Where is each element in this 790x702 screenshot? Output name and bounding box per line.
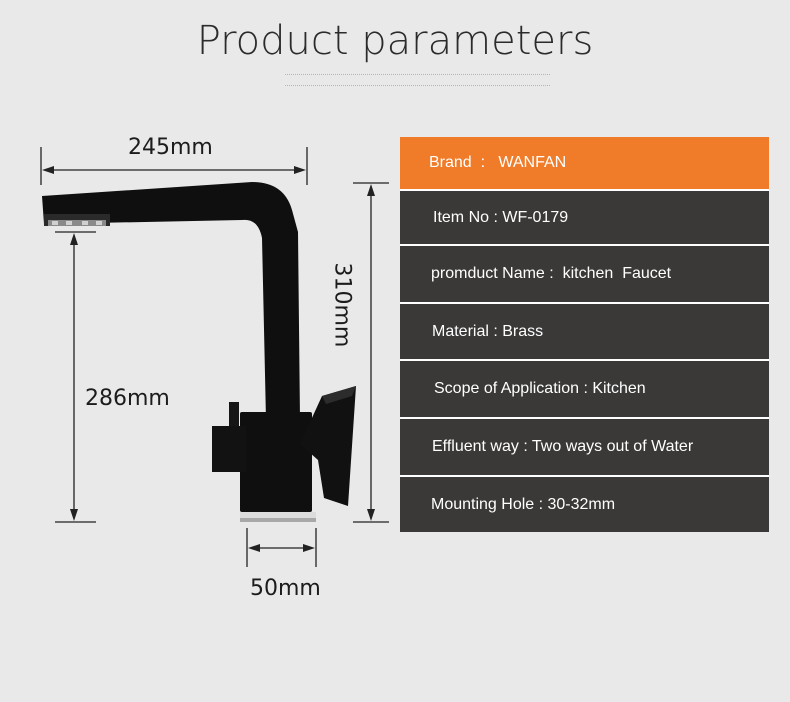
spout-height-dimension-label: 286mm (85, 386, 170, 411)
dimension-line-base-width (246, 528, 317, 567)
dimension-line-total-height (353, 182, 389, 523)
spec-row-brand: Brand : WANFAN (400, 137, 769, 191)
spec-row-item-no: Item No : WF-0179 (400, 191, 769, 246)
dimension-line-spout-height (55, 231, 96, 523)
spec-row-material: Material : Brass (400, 304, 769, 361)
spec-material-text: Material : Brass (432, 322, 544, 340)
spec-mounting-hole-text: Mounting Hole : 30-32mm (431, 495, 616, 513)
spec-product-name-text: promduct Name : kitchen Faucet (431, 265, 672, 282)
title-divider-bottom (285, 85, 550, 86)
spec-row-effluent: Effluent way : Two ways out of Water (400, 419, 769, 477)
title-divider-top (285, 74, 550, 75)
spec-scope-text: Scope of Application : Kitchen (434, 380, 646, 397)
spec-effluent-text: Effluent way : Two ways out of Water (432, 438, 694, 455)
dimension-line-width (40, 147, 308, 185)
parameters-table: Brand : WANFAN Item No : WF-0179 promduc… (400, 137, 769, 532)
total-height-dimension-label: 310mm (329, 262, 355, 348)
spec-row-product-name: promduct Name : kitchen Faucet (400, 246, 769, 304)
spec-row-mounting-hole: Mounting Hole : 30-32mm (400, 477, 769, 532)
faucet-image (42, 182, 356, 522)
spec-item-no-text: Item No : WF-0179 (433, 208, 569, 226)
spec-brand-text: Brand : WANFAN (429, 154, 567, 171)
base-width-dimension-label: 50mm (250, 576, 321, 601)
width-dimension-label: 245mm (128, 135, 213, 160)
spec-row-scope: Scope of Application : Kitchen (400, 361, 769, 419)
page-title: Product parameters (196, 18, 594, 64)
